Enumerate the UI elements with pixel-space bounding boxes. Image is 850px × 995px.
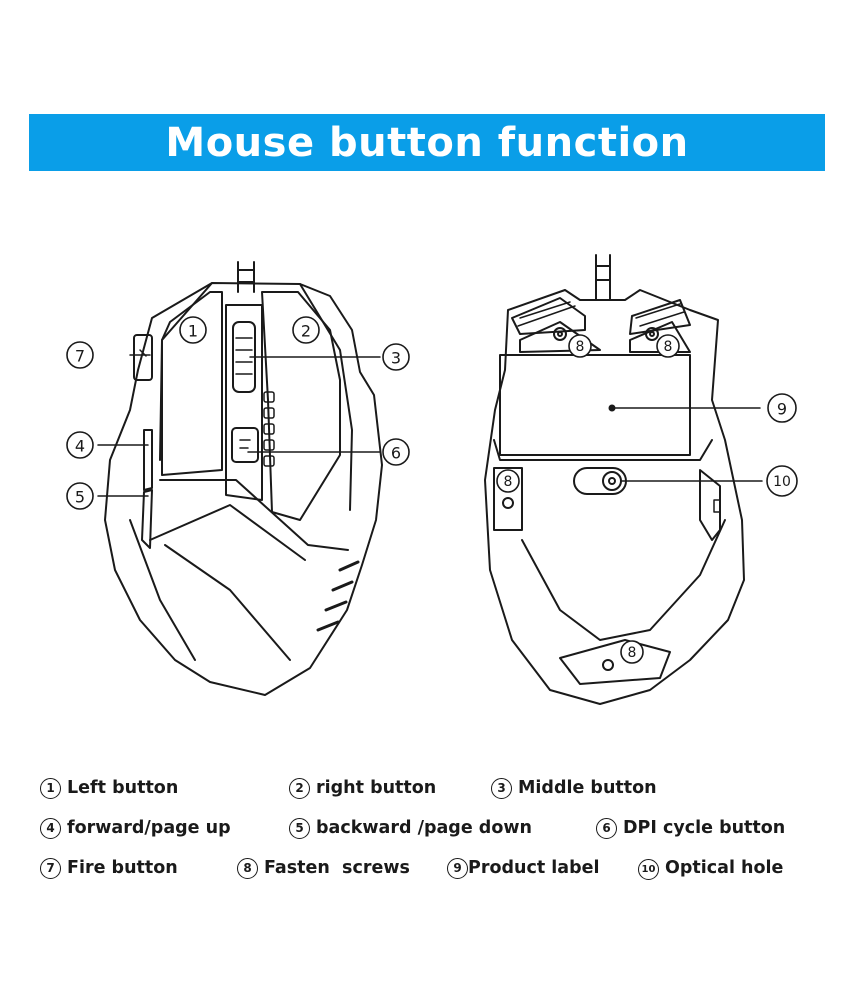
legend-label-4: forward/page up <box>67 818 231 838</box>
legend-label-10: Optical hole <box>665 858 784 878</box>
title-banner: Mouse button function <box>29 114 825 171</box>
fire-button <box>133 334 153 381</box>
callout-5: 5 <box>75 488 85 507</box>
legend-label-9: Product label <box>468 858 600 878</box>
screw-pad-bottom <box>559 639 671 685</box>
callout-1-circle <box>179 316 207 344</box>
optical-sensor <box>573 467 627 495</box>
callout-6: 6 <box>391 444 401 463</box>
mouse-top-body <box>104 282 383 696</box>
callout-8a: 8 <box>576 339 585 355</box>
legend-item-dpi: 6 DPI cycle button <box>596 818 785 839</box>
legend-item-left-button: 1 Left button <box>40 778 178 799</box>
screw-pad-left <box>493 467 523 531</box>
legend-num-6: 6 <box>596 818 617 839</box>
legend-item-backward: 5 backward /page down <box>289 818 532 839</box>
legend-num-8: 8 <box>237 858 258 879</box>
legend-item-middle-button: 3 Middle button <box>491 778 657 799</box>
product-label <box>499 354 691 456</box>
legend-label-6: DPI cycle button <box>623 818 786 838</box>
right-button <box>261 291 341 521</box>
mouse-bottom-body <box>484 289 745 705</box>
legend-item-forward: 4 forward/page up <box>40 818 231 839</box>
callout-9: 9 <box>777 400 787 419</box>
callout-9-circle <box>767 393 797 423</box>
callout-8a-circle <box>568 334 592 358</box>
callout-10: 10 <box>773 474 791 490</box>
mouse-bottom-view <box>484 254 763 705</box>
legend-label-8: Fasten screws <box>264 858 410 878</box>
legend-item-optical: 10 Optical hole <box>638 858 783 880</box>
legend-num-4: 4 <box>40 818 61 839</box>
legend-item-screws: 8 Fasten screws <box>237 858 410 879</box>
legend-num-7: 7 <box>40 858 61 879</box>
left-button <box>161 291 223 476</box>
legend-label-2: right button <box>316 778 437 798</box>
callout-8d: 8 <box>628 645 637 661</box>
legend-label-7: Fire button <box>67 858 178 878</box>
legend-num-9: 9 <box>447 858 468 879</box>
mouse-top-view <box>97 261 383 696</box>
screw-pad-top-left <box>519 321 601 353</box>
side-button-forward <box>143 429 153 491</box>
optical-hole <box>602 471 622 491</box>
legend-num-5: 5 <box>289 818 310 839</box>
dpi-button <box>231 427 259 463</box>
callout-3-circle <box>382 343 410 371</box>
callout-8c: 8 <box>504 474 513 490</box>
callout-2-circle <box>292 316 320 344</box>
legend-label-1: Left button <box>67 778 179 798</box>
callout-4: 4 <box>75 437 85 456</box>
cable-top <box>237 261 255 293</box>
legend-item-right-button: 2 right button <box>289 778 436 799</box>
legend-label-3: Middle button <box>518 778 657 798</box>
callout-4-circle <box>66 431 94 459</box>
legend-num-10: 10 <box>638 859 659 880</box>
callout-8b-circle <box>656 334 680 358</box>
screw-pad-top-right <box>629 321 691 353</box>
legend-num-3: 3 <box>491 778 512 799</box>
callout-2: 2 <box>301 322 311 341</box>
callout-5-circle <box>66 482 94 510</box>
callout-8d-circle <box>620 640 644 664</box>
callout-8b: 8 <box>664 339 673 355</box>
callout-7-circle <box>66 341 94 369</box>
side-button-backward <box>141 489 153 549</box>
legend-label-5: backward /page down <box>316 818 532 838</box>
callout-1: 1 <box>188 322 198 341</box>
callout-10-circle <box>766 465 798 497</box>
legend-num-2: 2 <box>289 778 310 799</box>
callout-6-circle <box>382 438 410 466</box>
page-title: Mouse button function <box>165 119 689 166</box>
cable-bottom <box>595 254 611 301</box>
callout-3: 3 <box>391 349 401 368</box>
callout-7: 7 <box>75 347 85 366</box>
legend-num-1: 1 <box>40 778 61 799</box>
legend-item-fire: 7 Fire button <box>40 858 178 879</box>
callout-8c-circle <box>496 469 520 493</box>
